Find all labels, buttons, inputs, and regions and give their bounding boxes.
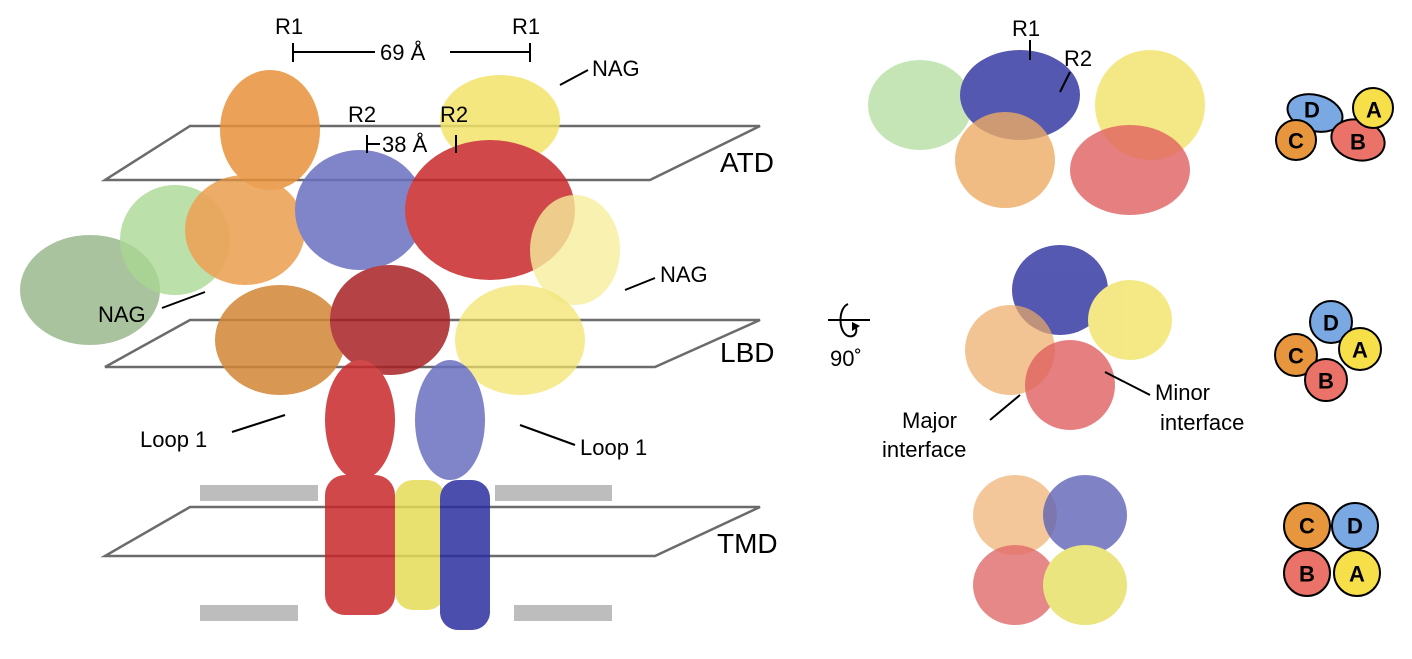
- subunit-a: A: [1349, 562, 1365, 587]
- r2-top-label: R2: [1064, 46, 1092, 71]
- r2-right-label: R2: [440, 102, 468, 127]
- nag-label: NAG: [98, 302, 146, 327]
- major-interface-label: interface: [882, 437, 966, 462]
- minor-interface-label: interface: [1160, 410, 1244, 435]
- subunit-c: C: [1288, 129, 1304, 154]
- r1-top-label: R1: [1012, 16, 1040, 41]
- subunit-d: D: [1323, 311, 1339, 336]
- nag-label: NAG: [660, 262, 708, 287]
- subunit-a: A: [1352, 338, 1368, 363]
- subunit-b: B: [1318, 369, 1334, 394]
- subunit-d: D: [1347, 514, 1363, 539]
- lbd-top-view: [965, 245, 1172, 430]
- subunit-c: C: [1299, 514, 1315, 539]
- rotation-angle-label: 90˚: [830, 346, 862, 371]
- subunit-a: A: [1366, 98, 1382, 123]
- subunit-d: D: [1304, 98, 1320, 123]
- receptor-side-view: [20, 70, 620, 630]
- rotation-arrow-icon: [828, 303, 870, 338]
- tmd-plane: [100, 505, 761, 558]
- r1-left-label: R1: [275, 14, 303, 39]
- tmd-schematic: [1283, 502, 1381, 597]
- minor-interface-label: Minor: [1155, 380, 1210, 405]
- tmd-top-view: [973, 475, 1127, 625]
- tmd-label: TMD: [717, 528, 778, 559]
- distance-69-label: 69 Å: [380, 40, 426, 65]
- nag-label: NAG: [592, 56, 640, 81]
- major-interface-label: Major: [902, 408, 957, 433]
- r2-left-label: R2: [348, 102, 376, 127]
- membrane-bar: [514, 605, 612, 621]
- loop1-right-label: Loop 1: [580, 435, 647, 460]
- r1-right-label: R1: [512, 14, 540, 39]
- lbd-label: LBD: [720, 337, 774, 368]
- atd-plane: [100, 124, 761, 182]
- atd-label: ATD: [720, 147, 774, 178]
- subunit-b: B: [1299, 562, 1315, 587]
- atd-top-view: [868, 50, 1205, 215]
- loop1-left-label: Loop 1: [140, 427, 207, 452]
- distance-38-label: 38 Å: [382, 132, 428, 157]
- membrane-bar: [200, 485, 318, 501]
- lbd-schematic: [1274, 300, 1382, 402]
- membrane-bar: [200, 605, 298, 621]
- subunit-b: B: [1350, 130, 1366, 155]
- membrane-bar: [495, 485, 612, 501]
- subunit-c: C: [1288, 344, 1304, 369]
- atd-schematic: [1275, 87, 1394, 162]
